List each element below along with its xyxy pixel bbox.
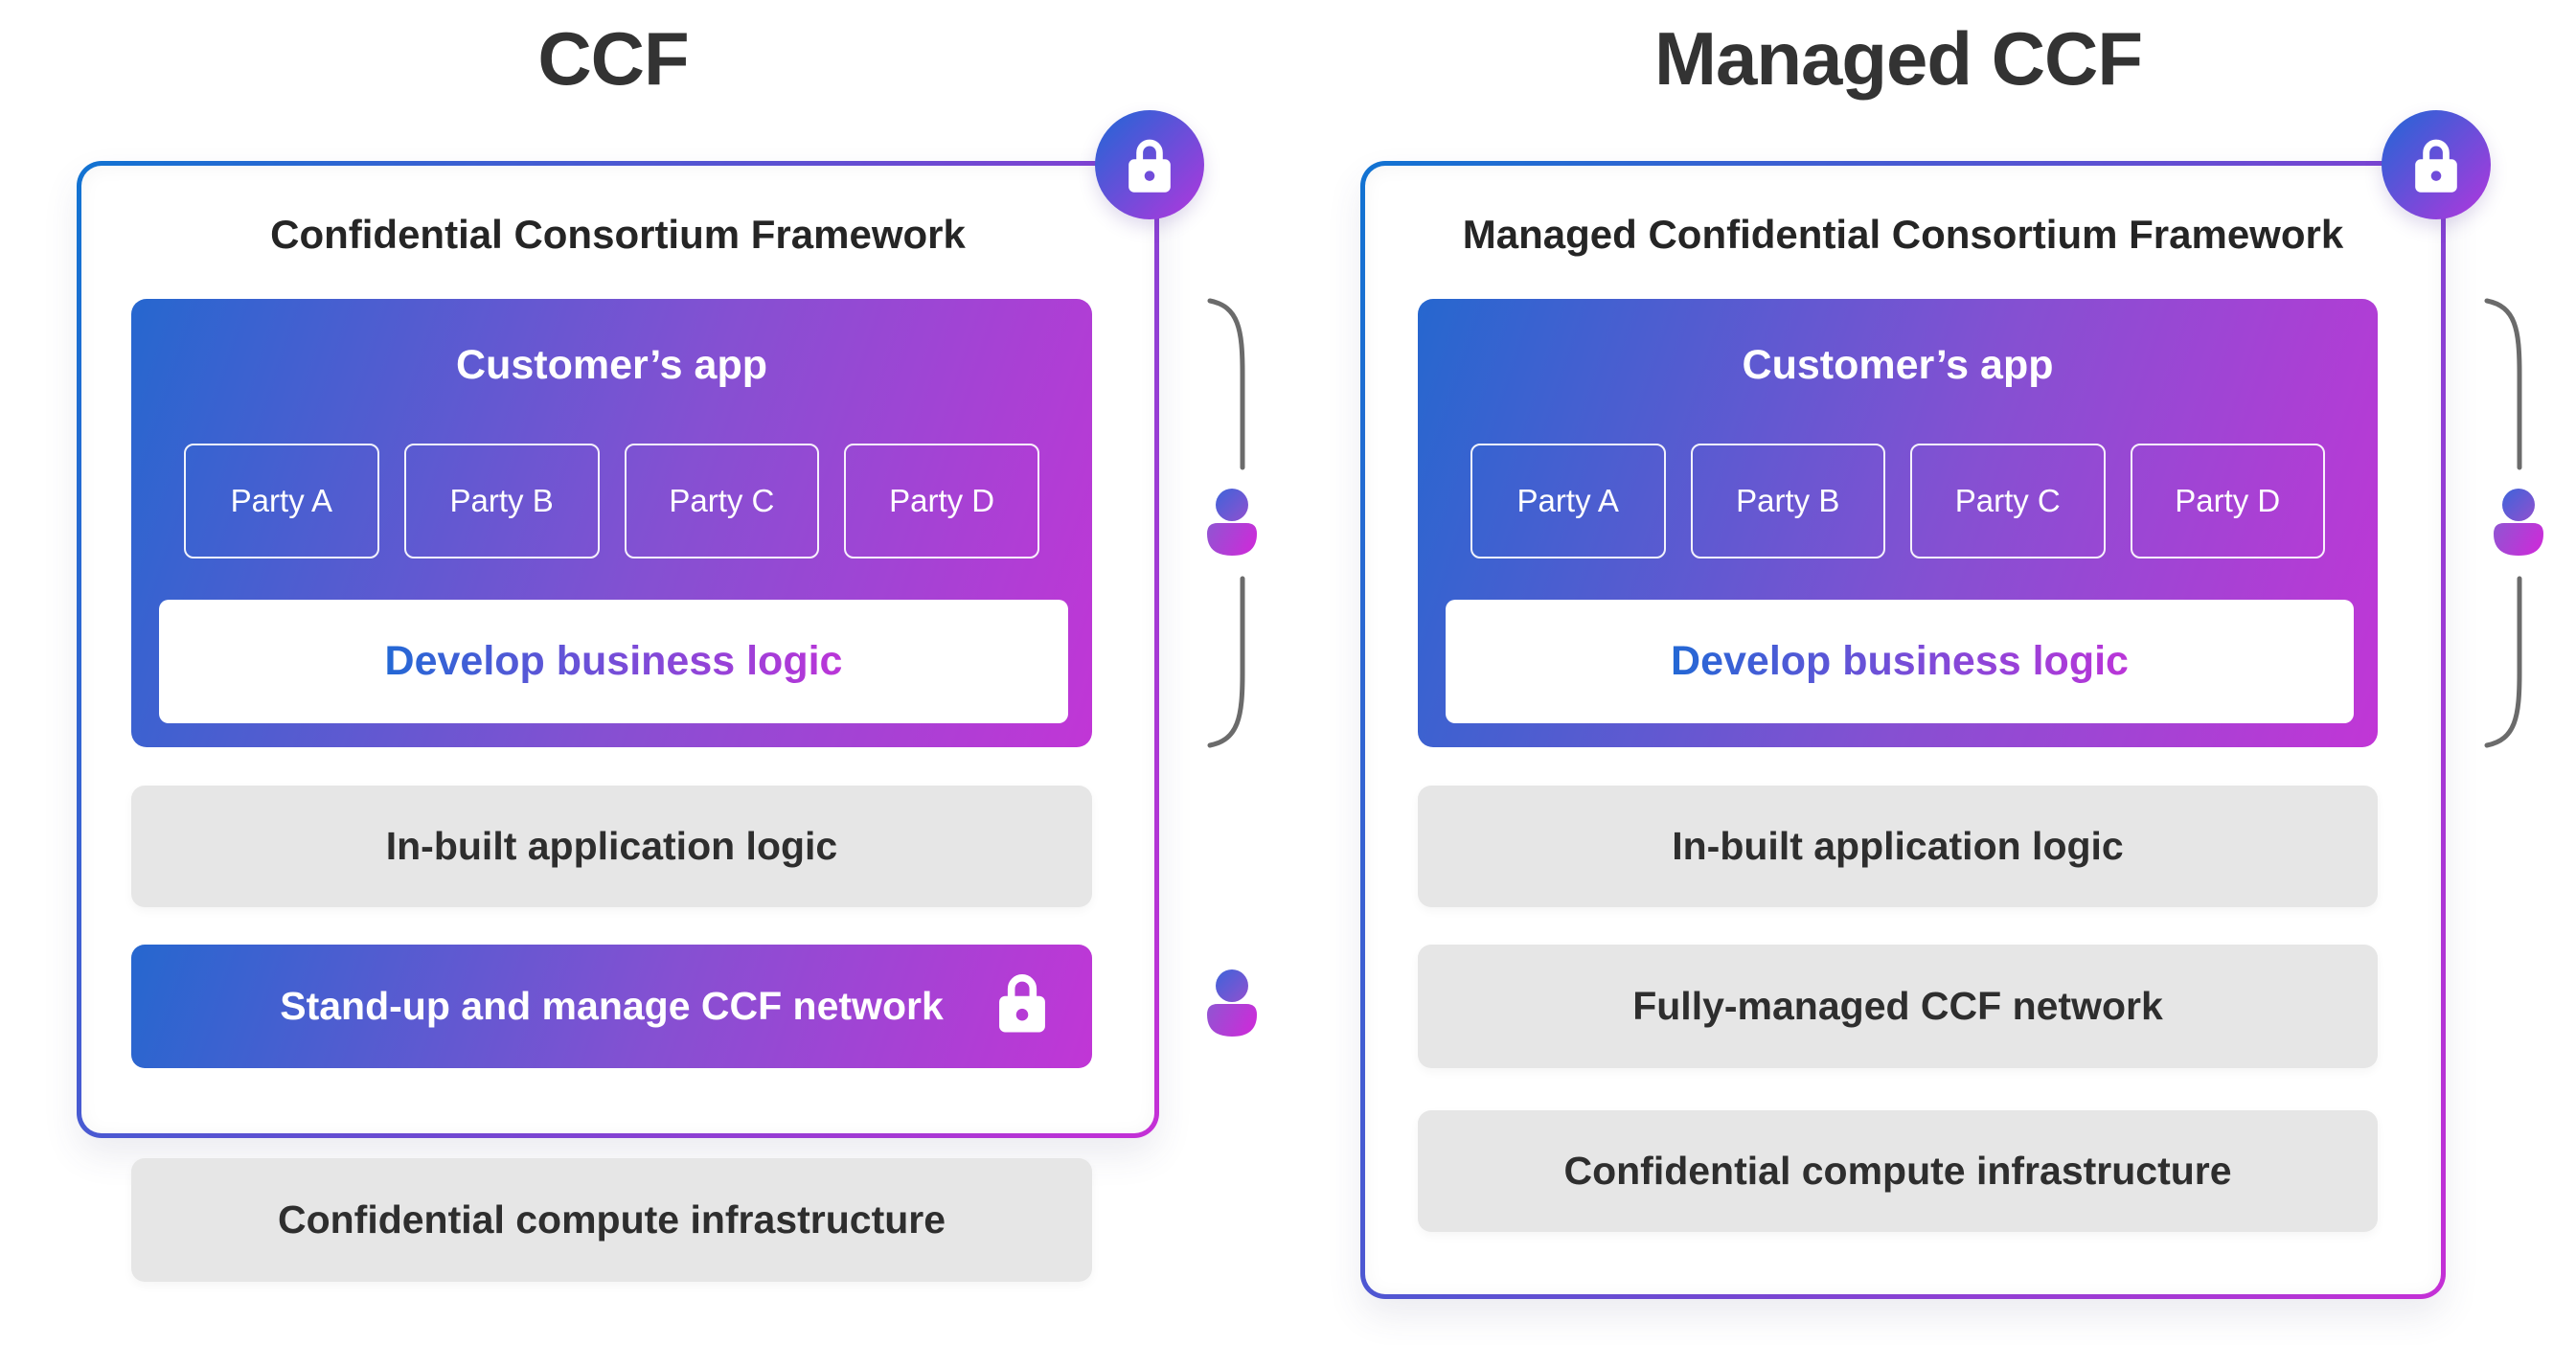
page-title-ccf: CCF xyxy=(537,15,689,101)
party-box-c: Party C xyxy=(1910,444,2106,559)
lock-icon xyxy=(2415,139,2457,193)
panel-managed-ccf-header: Managed Confidential Consortium Framewor… xyxy=(1462,212,2344,257)
fully-managed-network-label: Fully-managed CCF network xyxy=(1632,984,2163,1028)
lock-badge-right xyxy=(2382,110,2491,219)
panel-managed-ccf-body: Managed Confidential Consortium Framewor… xyxy=(1365,166,2441,1294)
lock-icon xyxy=(1128,139,1171,193)
person-icon xyxy=(1207,969,1257,1037)
party-box-a: Party A xyxy=(184,444,379,559)
inbuilt-logic-row: In-built application logic xyxy=(131,786,1092,907)
party-box-d: Party D xyxy=(2130,444,2325,559)
party-box-b: Party B xyxy=(1690,444,1885,559)
page-title-managed-ccf: Managed CCF xyxy=(1653,15,2143,101)
confidential-infra-row-right: Confidential compute infrastructure xyxy=(1418,1110,2378,1232)
lock-badge-left xyxy=(1095,110,1204,219)
party-box-b: Party B xyxy=(403,444,600,559)
party-box-d: Party D xyxy=(844,444,1039,559)
panel-ccf-body: Confidential Consortium Framework Custom… xyxy=(81,166,1154,1133)
panel-managed-ccf: Managed Confidential Consortium Framewor… xyxy=(1360,161,2446,1299)
develop-business-logic-box: Develop business logic xyxy=(1446,600,2354,723)
confidential-infra-label-right: Confidential compute infrastructure xyxy=(1563,1149,2232,1193)
customer-scope-bracket xyxy=(1207,298,1245,748)
party-row: Party A Party B Party C Party D xyxy=(184,444,1039,559)
panel-ccf: Confidential Consortium Framework Custom… xyxy=(77,161,1159,1138)
party-row: Party A Party B Party C Party D xyxy=(1470,444,2325,559)
confidential-infra-label-left: Confidential compute infrastructure xyxy=(277,1197,946,1242)
inbuilt-logic-label: In-built application logic xyxy=(385,824,838,868)
standup-network-label: Stand-up and manage CCF network xyxy=(280,984,944,1028)
develop-business-logic-label: Develop business logic xyxy=(384,638,843,684)
lock-icon xyxy=(992,969,1052,1044)
confidential-infra-row-left: Confidential compute infrastructure xyxy=(131,1158,1092,1282)
customer-scope-bracket xyxy=(2484,298,2522,748)
customer-app-box: Customer’s app Party A Party B Party C P… xyxy=(1418,299,2378,747)
person-icon xyxy=(1207,489,1257,556)
customer-app-box: Customer’s app Party A Party B Party C P… xyxy=(131,299,1092,747)
standup-network-row: Stand-up and manage CCF network xyxy=(131,945,1092,1068)
develop-business-logic-label: Develop business logic xyxy=(1671,638,2129,684)
inbuilt-logic-label: In-built application logic xyxy=(1672,824,2124,868)
party-box-c: Party C xyxy=(624,444,820,559)
fully-managed-network-row: Fully-managed CCF network xyxy=(1418,945,2378,1068)
customer-app-title: Customer’s app xyxy=(1742,342,2054,388)
person-icon xyxy=(2494,489,2543,556)
party-box-a: Party A xyxy=(1470,444,1666,559)
panel-ccf-header: Confidential Consortium Framework xyxy=(270,212,966,257)
customer-app-title: Customer’s app xyxy=(456,342,767,388)
develop-business-logic-box: Develop business logic xyxy=(159,600,1068,723)
inbuilt-logic-row: In-built application logic xyxy=(1418,786,2378,907)
